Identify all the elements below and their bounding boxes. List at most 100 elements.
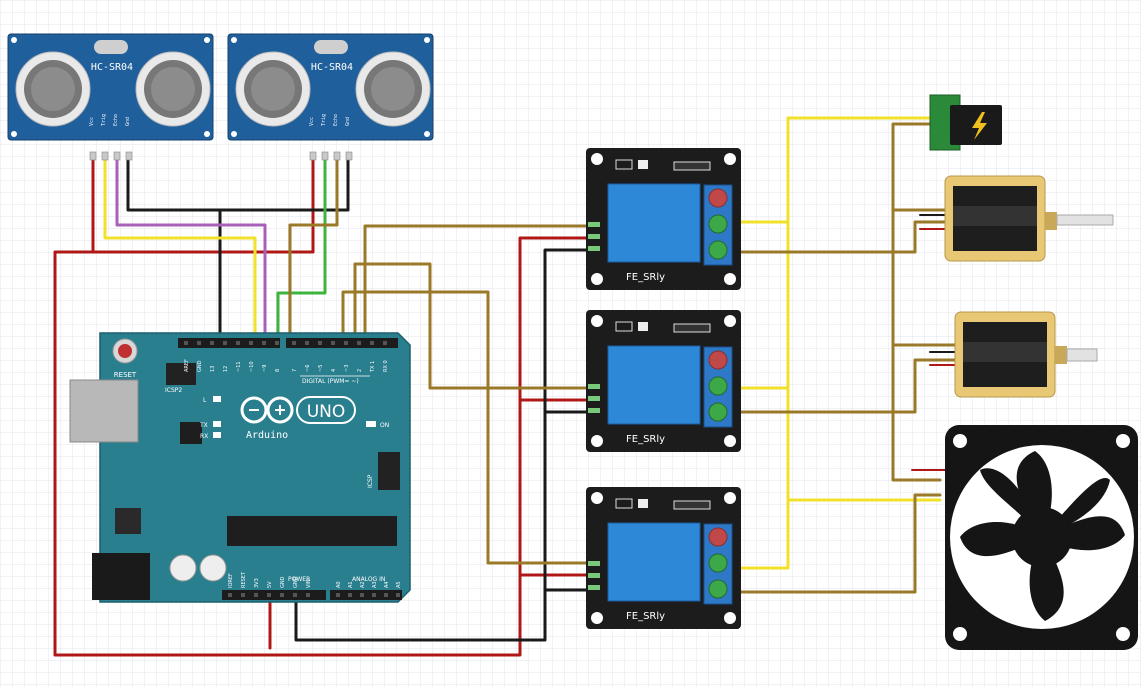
- transducer-right-icon: [355, 51, 431, 127]
- sensor-1-pin-echo: Echo: [113, 114, 119, 126]
- transducer-left-icon: [15, 51, 91, 127]
- wire-brown-relay1-signal: [363, 224, 592, 344]
- relay-2-cube: [607, 345, 701, 425]
- reset-label: RESET: [114, 371, 137, 379]
- lightning-icon: [972, 112, 987, 140]
- power-label: POWER: [288, 576, 310, 583]
- digital-pin-socket: [305, 341, 309, 345]
- power-pin-label: IOREF: [228, 573, 234, 588]
- digital-pin-label: ~11: [236, 361, 242, 372]
- ultrasonic-sensor-2: HC-SR04 Vcc Trig Echo Gnd: [227, 33, 434, 161]
- analog-pin-label: A1: [348, 581, 354, 588]
- relay-1-cube: [607, 183, 701, 263]
- digital-pin-socket: [275, 341, 279, 345]
- digital-pin-socket: [318, 341, 322, 345]
- digital-pin-socket: [357, 341, 361, 345]
- solenoid-2: [954, 311, 1098, 398]
- digital-pin-label: 12: [223, 366, 229, 372]
- power-pin-socket: [228, 593, 232, 597]
- digital-pin-socket: [370, 341, 374, 345]
- analog-pin-label: A5: [396, 581, 402, 588]
- relay-3-cube: [607, 522, 701, 602]
- digital-pin-socket: [292, 341, 296, 345]
- digital-label: DIGITAL (PWM= ~): [302, 378, 359, 385]
- digital-pin-label: GND: [197, 360, 203, 372]
- power-pin-socket: [293, 593, 297, 597]
- digital-pin-socket: [331, 341, 335, 345]
- relay-1-label: FE_SRly: [626, 272, 665, 283]
- sensor-2-label: HC-SR04: [311, 62, 353, 73]
- sensor-2-pin-trig: Trig: [321, 114, 327, 126]
- power-pin-label: 5V: [267, 581, 273, 588]
- digital-pin-socket: [210, 341, 214, 345]
- on-led-label: ON: [380, 422, 389, 429]
- analog-pin-label: A2: [360, 581, 366, 588]
- digital-pin-label: RX 0: [383, 360, 389, 372]
- analog-pin-label: A0: [336, 581, 342, 588]
- digital-pin-socket: [249, 341, 253, 345]
- power-pin-socket: [241, 593, 245, 597]
- sensor-1-pin-gnd: Gnd: [125, 117, 131, 126]
- reset-button: [118, 344, 132, 358]
- digital-pin-label: 4: [331, 369, 337, 372]
- power-pin-socket: [306, 593, 310, 597]
- cooling-fan: [945, 425, 1138, 650]
- board-model-label: UNO: [307, 402, 346, 422]
- dc-power-jack: [929, 94, 1002, 151]
- icsp-label: ICSP: [367, 474, 374, 488]
- wire-purple-sensor1-echo: [115, 158, 267, 344]
- digital-pin-label: ~9: [262, 365, 268, 372]
- analog-pin-socket: [348, 593, 352, 597]
- usb-chip: [180, 422, 202, 444]
- power-pin-label: 3V3: [254, 578, 260, 588]
- digital-pin-label: ~6: [305, 365, 311, 372]
- digital-pin-label: 2: [357, 369, 363, 372]
- power-pin-socket: [267, 593, 271, 597]
- wires: [53, 116, 957, 657]
- digital-pin-label: 13: [210, 366, 216, 372]
- atmega-chip: [227, 516, 397, 546]
- wire-black-sensor1-gnd: [126, 158, 222, 344]
- digital-pin-socket: [236, 341, 240, 345]
- power-pin-socket: [280, 593, 284, 597]
- wire-red-sensor2-vcc: [91, 158, 315, 254]
- power-jack: [92, 553, 150, 600]
- analog-pin-socket: [384, 593, 388, 597]
- relay-2-label: FE_SRly: [626, 434, 665, 445]
- relay-module-3: FE_SRly: [586, 487, 741, 629]
- sensor-1-label: HC-SR04: [91, 62, 133, 73]
- analog-label: ANALOG IN: [352, 576, 385, 583]
- relay-3-label: FE_SRly: [626, 611, 665, 622]
- wire-brown-relay1-com: [718, 220, 947, 254]
- sensor-1-pin-vcc: Vcc: [89, 117, 95, 126]
- board-brand-label: Arduino: [246, 430, 288, 441]
- analog-pin-socket: [360, 593, 364, 597]
- power-pin-label: GND: [280, 576, 286, 588]
- icsp2-label: ICSP2: [165, 387, 182, 394]
- digital-pin-label: 8: [275, 369, 281, 372]
- icsp2-header: [166, 363, 196, 385]
- digital-pin-label: ~3: [344, 365, 350, 372]
- fan-blades-icon: [960, 451, 1125, 621]
- analog-pin-socket: [396, 593, 400, 597]
- digital-pin-socket: [344, 341, 348, 345]
- analog-pin-socket: [336, 593, 340, 597]
- relay-module-1: FE_SRly: [586, 148, 741, 290]
- digital-pin-label: AREF: [184, 359, 190, 372]
- solenoid-1: [944, 175, 1114, 262]
- wire-brown-relay3-com: [718, 493, 942, 594]
- digital-pin-socket: [184, 341, 188, 345]
- digital-pin-socket: [383, 341, 387, 345]
- wire-black-gnd-bus: [294, 248, 592, 642]
- power-pin-label: VIN: [306, 579, 312, 588]
- digital-header-left: [178, 338, 280, 348]
- wire-brown-relay2-com: [718, 358, 957, 414]
- analog-header: [330, 590, 402, 600]
- sensor-2-pin-gnd: Gnd: [345, 117, 351, 126]
- arduino-uno-board: RESET ICSP2 ICSP L TX RX ON UNO Arduino: [69, 332, 411, 603]
- sensor-1-pin-trig: Trig: [101, 114, 107, 126]
- digital-pin-socket: [223, 341, 227, 345]
- led-rx-label: RX: [200, 433, 208, 440]
- led-l-label: L: [203, 397, 207, 404]
